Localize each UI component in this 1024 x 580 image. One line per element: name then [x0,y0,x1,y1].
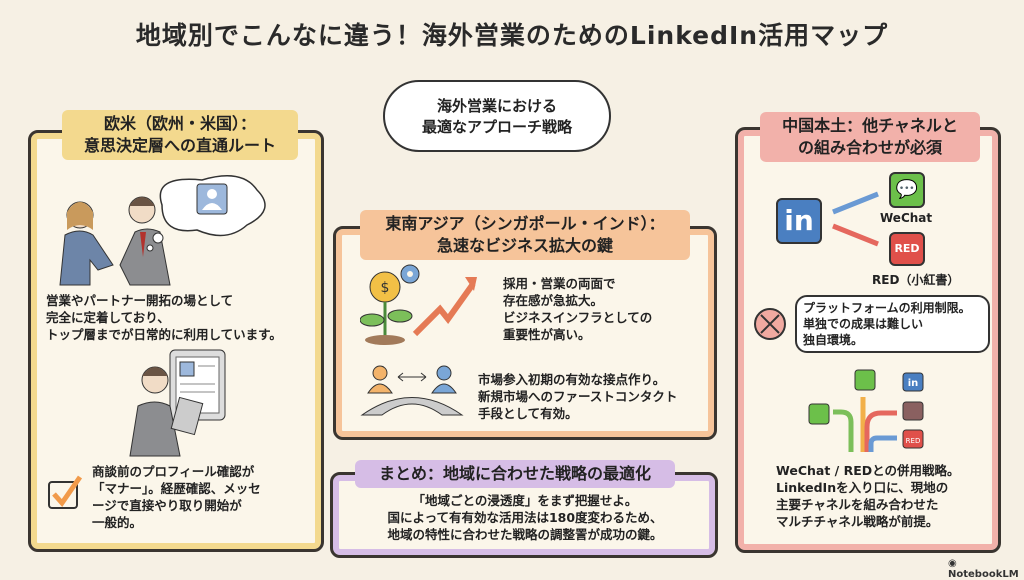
bidirectional-arrows-icon [832,191,879,247]
red-app-icon: RED [889,232,925,266]
tablet-user-illustration [129,349,226,457]
center-cloud: 海外営業における 最適なアプローチ戦略 [383,80,611,152]
wechat-icon: 💬 [889,172,925,208]
brand-label: NotebookLM [948,569,1019,580]
notebooklm-logo: ◉ NotebookLM [948,558,1019,580]
summary-text: 「地域ごとの浸透度」をまず把握せよ。国によって有有効な活用法は180度変わるため… [387,493,663,542]
svg-text:RED: RED [906,437,921,445]
china-header-line1: 中国本土：他チャネルと [782,116,958,135]
china-header: 中国本土：他チャネルと の組み合わせが必須 [760,112,980,162]
sea-header-line1: 東南アジア（シンガポール・インド）： [385,214,665,233]
warning-text: プラットフォームの利用制限。単独での成果は難しい独自環境。 [803,301,971,347]
sea-panel [333,226,717,440]
checkbox-check-icon [48,475,83,509]
china-text: WeChat / REDとの併用戦略。LinkedInを入り口に、現地の主要チャ… [776,463,960,529]
cloud-line2: 最適なアプローチ戦略 [421,118,572,136]
page-title: 地域別でこんなに違う！海外営業のためのLinkedIn活用マップ [135,21,889,50]
multichannel-arrows-icon: in RED [808,369,924,452]
sea-text2: 市場参入初期の有効な接点作り。新規市場へのファーストコンタクト手段として有効。 [478,372,678,421]
cloud-line1: 海外営業における [436,97,557,115]
svg-text:$: $ [381,280,390,296]
handshake-illustration [59,175,266,286]
prohibited-x-icon [754,308,786,340]
west-text2: 商談前のプロフィール確認が「マナー」。経歴確認、メッセージで直接やり取り開始が一… [92,464,261,530]
svg-text:in: in [908,378,919,389]
bridge-connection-icon [360,365,464,416]
west-header-line2: 意思決定層への直通ルート [83,136,276,155]
west-header: 欧米（欧州・米国）： 意思決定層への直通ルート [62,110,298,160]
sea-text1: 採用・営業の両面で存在感が急拡大。ビジネスインフラとしての重要性が高い。 [503,276,653,342]
growth-plant-chart-icon: $ [360,264,477,345]
red-label: RED（小紅書） [872,273,960,287]
sea-header-line2: 急速なビジネス拡大の鍵 [436,236,613,255]
wechat-label: WeChat [880,211,933,225]
sea-header: 東南アジア（シンガポール・インド）： 急速なビジネス拡大の鍵 [360,210,690,260]
west-text1: 営業やパートナー開拓の場として完全に定着しており、トップ層までが日常的に利用して… [46,293,282,342]
china-header-line2: の組み合わせが必須 [797,138,942,157]
warning-bubble [795,295,990,353]
linkedin-icon: in [776,198,822,244]
summary-header: まとめ：地域に合わせた戦略の最適化 [355,460,675,488]
west-header-line1: 欧米（欧州・米国）： [103,114,256,133]
